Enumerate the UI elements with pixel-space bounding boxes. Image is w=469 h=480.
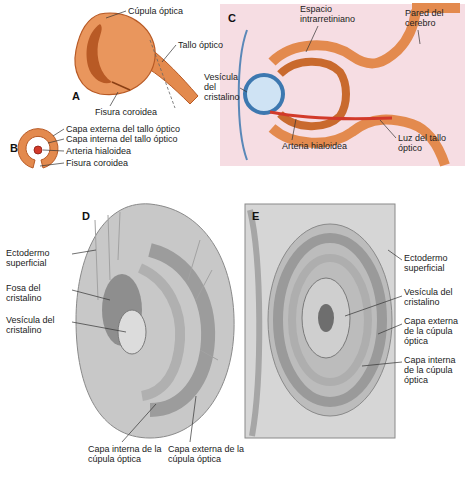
part-label: Vesícula del cristalino (404, 287, 466, 307)
panel-letter: D (82, 210, 96, 222)
part-label: Capa interna de la cúpula óptica (88, 444, 166, 464)
sem-photo-e (245, 204, 395, 438)
part-label: Pared del cerebro (405, 8, 463, 28)
part-label: Capa externa de la cúpula óptica (404, 316, 466, 346)
part-label: Capa interna del tallo óptico (66, 134, 211, 144)
part-label: Arteria hialoidea (282, 141, 372, 151)
part-label: Tallo óptico (178, 40, 238, 50)
part-label: Fosa del cristalino (6, 283, 72, 303)
section-c (220, 4, 465, 166)
part-label: Espacio intrarretiniano (300, 4, 372, 24)
stalk-section-b (18, 129, 58, 168)
part-label: Vesícula del cristalino (6, 315, 72, 335)
panel-letter: B (10, 142, 24, 154)
sem-photo-d (76, 204, 234, 438)
part-label: Fisura coroidea (95, 107, 175, 117)
leader-lines (40, 11, 420, 442)
part-label: Ectodermo superficial (6, 248, 72, 268)
part-label: Cúpula óptica (128, 6, 198, 16)
panel-letter: E (252, 210, 266, 222)
part-label: Luz del tallo óptico (398, 133, 460, 153)
part-label: Capa externa de la cúpula óptica (168, 444, 250, 464)
panel-letter: C (228, 12, 242, 24)
part-label: Ectodermo superficial (404, 253, 466, 273)
part-label: Vesícula del cristalino (204, 72, 252, 102)
part-label: Arteria hialoidea (66, 146, 176, 156)
part-label: Fisura coroidea (66, 158, 176, 168)
part-label: Capa externa del tallo óptico (66, 124, 211, 134)
optic-cup-a (75, 13, 198, 108)
panel-letter: A (72, 90, 86, 102)
part-label: Capa interna de la cúpula óptica (404, 355, 466, 385)
